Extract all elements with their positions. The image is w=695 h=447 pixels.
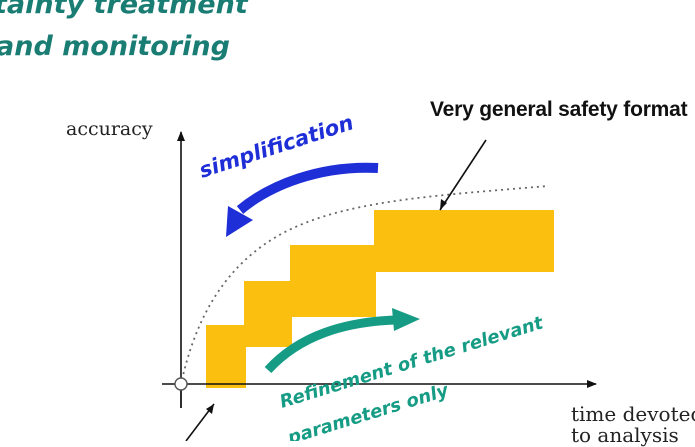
slide-title-line-1: tainty treatment bbox=[0, 0, 248, 20]
origin-circle bbox=[174, 377, 188, 391]
x-axis-label-line-2: to analysis bbox=[571, 423, 679, 447]
safety-format-label: Very general safety format bbox=[430, 98, 688, 121]
safety-format-pointer bbox=[439, 139, 487, 211]
step-1 bbox=[206, 325, 246, 388]
refinement-arrow bbox=[264, 308, 420, 374]
x-axis-label-line-1: time devoted bbox=[571, 402, 695, 426]
simplification-arrow bbox=[226, 162, 379, 237]
y-axis-label: accuracy bbox=[66, 118, 153, 140]
step-3 bbox=[290, 245, 376, 317]
accuracy-curve bbox=[181, 185, 549, 381]
step-2 bbox=[244, 281, 292, 347]
slide-title-line-2: and monitoring bbox=[0, 31, 230, 62]
step-4 bbox=[374, 210, 554, 272]
staircase-steps bbox=[206, 210, 554, 388]
